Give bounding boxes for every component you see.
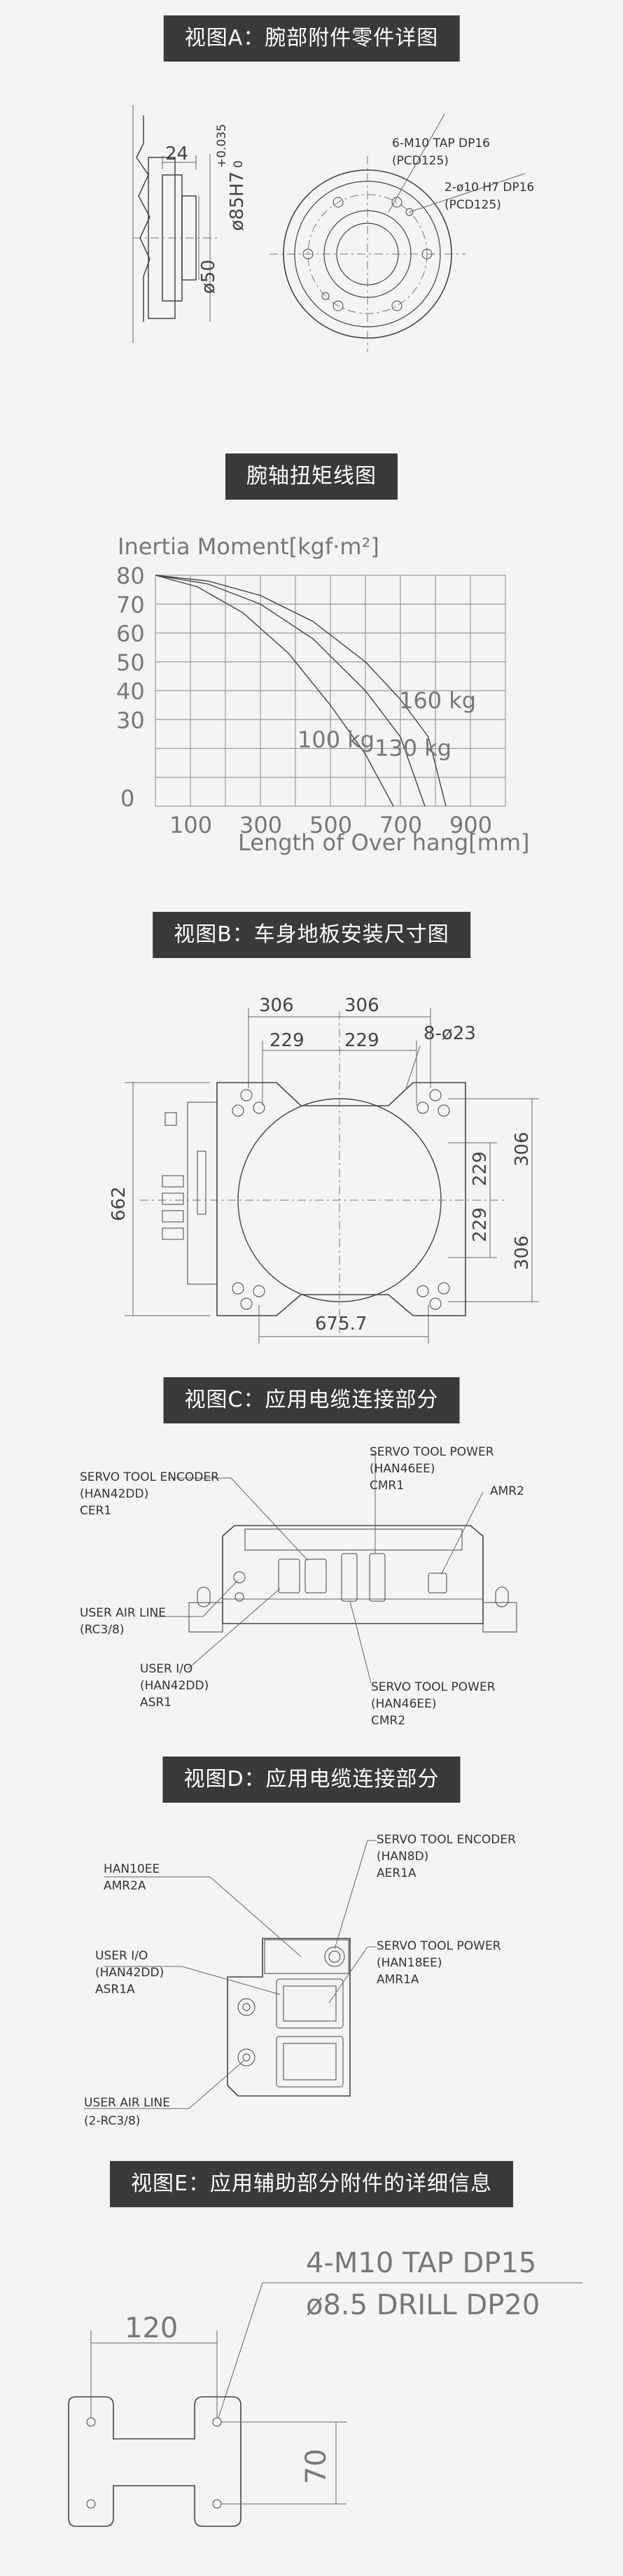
section-c-drawing: SERVO TOOL ENCODER (HAN42DD) CER1 SERVO … xyxy=(80,1445,524,1728)
chart-ytick: 50 xyxy=(116,649,145,676)
d-label-uio-type: (HAN42DD) xyxy=(95,1966,164,1980)
d-label-ual-type: (2-RC3/8) xyxy=(84,2114,140,2128)
d-label-uio-id: ASR1A xyxy=(95,1983,135,1997)
dim-tol-lower: 0 xyxy=(232,160,246,168)
d-label-han10ee: HAN10EE xyxy=(104,1862,160,1876)
dim-24: 24 xyxy=(165,143,188,164)
dim-top-outer-left: 306 xyxy=(259,995,294,1016)
d-label-ual: USER AIR LINE xyxy=(84,2096,170,2110)
chart-series-line xyxy=(155,575,394,807)
chart-ytick: 40 xyxy=(116,678,145,705)
chart-section-title: 腕轴扭矩线图 xyxy=(225,453,398,500)
chart-xtick: 300 xyxy=(239,812,282,838)
dim-phi50: ø50 xyxy=(198,260,219,294)
c-label-stp-top-id: CMR1 xyxy=(370,1479,404,1493)
d-label-stp: SERVO TOOL POWER xyxy=(377,1939,501,1953)
section-c-title: 视图C：应用电缆连接部分 xyxy=(163,1377,460,1423)
dim-right-outer-bottom: 306 xyxy=(512,1235,533,1270)
dim-right-outer-top: 306 xyxy=(512,1132,533,1167)
wrist-side-profile: 24 ø85H7 +0.035 0 ø50 xyxy=(132,105,248,343)
callout-hole: 2-ø10 H7 DP16 xyxy=(444,181,534,195)
chart-series-label: 100 kg xyxy=(298,726,374,753)
chart-ytick: 70 xyxy=(116,591,145,618)
chart-series-label: 130 kg xyxy=(374,735,451,761)
d-label-ste: SERVO TOOL ENCODER xyxy=(377,1833,516,1847)
d-label-ste-id: AER1A xyxy=(377,1866,416,1880)
e-dim-width: 120 xyxy=(125,2312,178,2344)
dim-height: 662 xyxy=(108,1186,130,1221)
chart-ytick: 60 xyxy=(116,621,145,647)
section-e-title: 视图E：应用辅助部分附件的详细信息 xyxy=(110,2161,513,2207)
tap-holes xyxy=(302,197,433,311)
callout-hole-pcd: (PCD125) xyxy=(444,198,501,212)
aux-bracket xyxy=(68,2396,241,2527)
e-dim-height: 70 xyxy=(300,2449,332,2484)
chart-series-label: 160 kg xyxy=(399,687,476,714)
section-e-drawing: 4-M10 TAP DP15 ø8.5 DRILL DP20 120 70 xyxy=(68,2247,582,2527)
dim-top-inner-right: 229 xyxy=(344,1030,379,1051)
c-label-ual-type: (RC3/8) xyxy=(80,1623,124,1637)
d-label-uio: USER I/O xyxy=(95,1949,148,1963)
c-label-stp-bottom-type: (HAN46EE) xyxy=(371,1697,437,1711)
callout-tap: 6-M10 TAP DP16 xyxy=(392,136,490,150)
section-d-title: 视图D：应用电缆连接部分 xyxy=(162,1757,461,1803)
section-a-drawing: 24 ø85H7 +0.035 0 ø50 xyxy=(132,105,534,352)
c-label-stp-top: SERVO TOOL POWER xyxy=(370,1445,494,1459)
c-label-ste-id: CER1 xyxy=(80,1504,111,1518)
dim-bottom-width: 675.7 xyxy=(315,1314,367,1335)
c-label-uio-id: ASR1 xyxy=(140,1696,172,1710)
section-b-drawing: 306 306 229 229 8-ø23 662 229 306 229 30… xyxy=(108,995,539,1344)
chart-xtick: 100 xyxy=(169,812,212,838)
cable-panel-c xyxy=(188,1525,517,1633)
dim-top-inner-left: 229 xyxy=(270,1030,304,1051)
c-label-uio-type: (HAN42DD) xyxy=(140,1679,209,1693)
dim-tol-upper: +0.035 xyxy=(215,124,229,168)
c-label-stp-bottom: SERVO TOOL POWER xyxy=(371,1680,496,1694)
chart-xlabel: Length of Over hang[mm] xyxy=(238,829,530,856)
c-label-uio: USER I/O xyxy=(140,1662,192,1676)
callout-tap-pcd: (PCD125) xyxy=(392,154,449,168)
chart-ylabel: Inertia Moment[kgf·m²] xyxy=(118,533,379,560)
c-label-amr2: AMR2 xyxy=(490,1484,524,1498)
d-label-stp-id: AMR1A xyxy=(377,1973,419,1987)
dim-phi85: ø85H7 xyxy=(227,171,248,231)
c-label-stp-top-type: (HAN46EE) xyxy=(370,1462,435,1476)
c-label-ual: USER AIR LINE xyxy=(80,1606,166,1620)
wrist-flange-front xyxy=(270,113,526,352)
floor-base xyxy=(140,1011,504,1333)
chart-series-line xyxy=(155,575,426,807)
mounting-holes xyxy=(232,1089,450,1310)
c-label-stp-bottom-id: CMR2 xyxy=(371,1714,405,1728)
d-label-ste-type: (HAN8D) xyxy=(377,1850,428,1864)
d-label-amr2a: AMR2A xyxy=(104,1879,146,1893)
dim-right-inner-bottom: 229 xyxy=(470,1207,491,1242)
d-label-stp-type: (HAN18EE) xyxy=(377,1956,442,1970)
c-label-ste: SERVO TOOL ENCODER xyxy=(80,1470,219,1484)
chart-xtick: 0 xyxy=(120,785,134,812)
c-label-ste-type: (HAN42DD) xyxy=(80,1487,148,1501)
chart-ytick: 30 xyxy=(116,707,145,733)
dim-right-inner-top: 229 xyxy=(470,1151,491,1186)
e-label-drill: ø8.5 DRILL DP20 xyxy=(306,2289,540,2321)
chart-ytick: 80 xyxy=(116,563,145,589)
chart-xtick: 500 xyxy=(309,812,352,838)
chart-xtick: 700 xyxy=(379,812,422,838)
chart-grid xyxy=(155,575,506,807)
dim-holes: 8-ø23 xyxy=(424,1023,476,1044)
chart-series-line xyxy=(155,575,447,807)
chart-xtick: 900 xyxy=(449,812,492,838)
section-b-title: 视图B：车身地板安装尺寸图 xyxy=(153,912,470,958)
cable-panel-d xyxy=(227,1938,351,2097)
dim-top-outer-right: 306 xyxy=(344,995,379,1016)
e-label-tap: 4-M10 TAP DP15 xyxy=(306,2247,536,2279)
section-d-drawing: HAN10EE AMR2A SERVO TOOL ENCODER (HAN8D)… xyxy=(84,1833,516,2128)
section-a-title: 视图A：腕部附件零件详图 xyxy=(163,15,460,62)
